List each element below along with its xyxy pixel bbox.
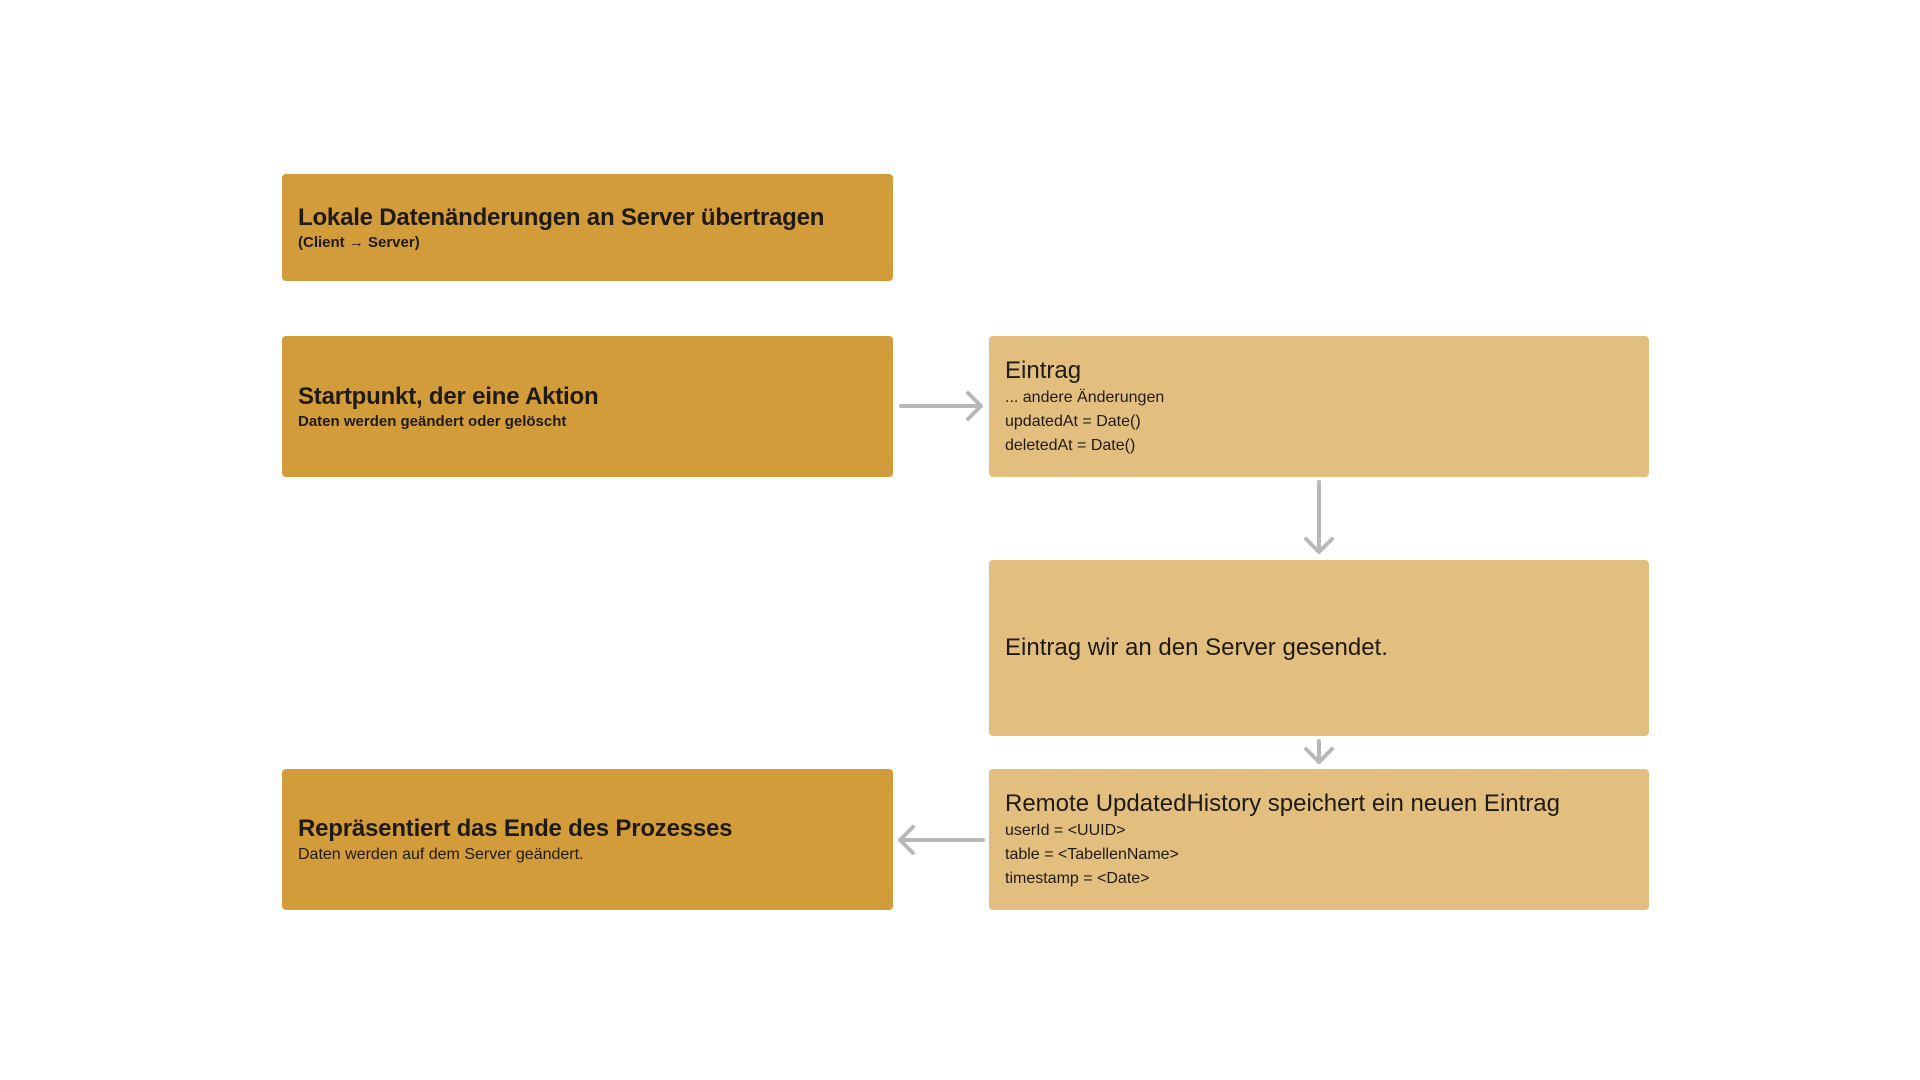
- remote-line-table: table = <TabellenName>: [1005, 845, 1179, 863]
- end-subtitle: Daten werden auf dem Server geändert.: [298, 846, 584, 863]
- entry-box: Eintrag ... andere Änderungen updatedAt …: [989, 336, 1649, 477]
- entry-line-other-changes: ... andere Änderungen: [1005, 388, 1165, 406]
- remote-history-box: Remote UpdatedHistory speichert ein neue…: [989, 769, 1649, 910]
- arrow-start-to-entry: [899, 391, 983, 421]
- entry-line-updated-at: updatedAt = Date(): [1005, 412, 1141, 430]
- entry-line-deleted-at: deletedAt = Date(): [1005, 436, 1136, 454]
- end-title: Repräsentiert das Ende des Prozesses: [298, 815, 733, 842]
- start-title: Startpunkt, der eine Aktion: [298, 382, 599, 410]
- arrow-send-to-remote: [1304, 739, 1334, 764]
- remote-title: Remote UpdatedHistory speichert ein neue…: [1005, 789, 1560, 817]
- header-title: Lokale Datenänderungen an Server übertra…: [298, 203, 825, 231]
- remote-line-user-id: userId = <UUID>: [1005, 821, 1126, 839]
- end-box: Repräsentiert das Ende des Prozesses Dat…: [282, 769, 893, 910]
- arrow-entry-to-send: [1304, 480, 1334, 554]
- header-box: Lokale Datenänderungen an Server übertra…: [282, 174, 893, 281]
- send-box: Eintrag wir an den Server gesendet.: [989, 560, 1649, 736]
- arrow-remote-to-end: [898, 825, 985, 855]
- remote-line-timestamp: timestamp = <Date>: [1005, 869, 1150, 887]
- entry-title: Eintrag: [1005, 356, 1082, 384]
- send-text: Eintrag wir an den Server gesendet.: [1005, 634, 1388, 661]
- start-box: Startpunkt, der eine Aktion Daten werden…: [282, 336, 893, 477]
- header-subtitle: (Client → Server): [298, 233, 420, 251]
- start-subtitle: Daten werden geändert oder gelöscht: [298, 412, 567, 430]
